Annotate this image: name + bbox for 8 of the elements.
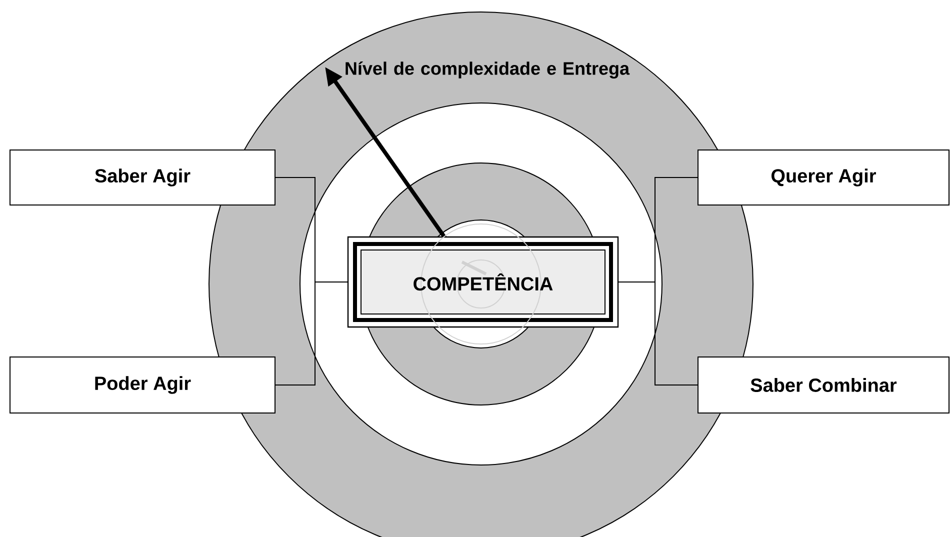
connector-line — [275, 282, 348, 386]
connector-line — [618, 282, 698, 386]
arrow-label: Nível de complexidade e Entrega — [346, 61, 630, 78]
label-box: Querer Agir — [698, 150, 950, 206]
label-box: Saber Combinar — [698, 356, 950, 414]
label-box: Saber Agir — [10, 150, 276, 206]
center-box: COMPETÊNCIA — [347, 224, 619, 344]
label-box: Poder Agir — [10, 356, 276, 414]
